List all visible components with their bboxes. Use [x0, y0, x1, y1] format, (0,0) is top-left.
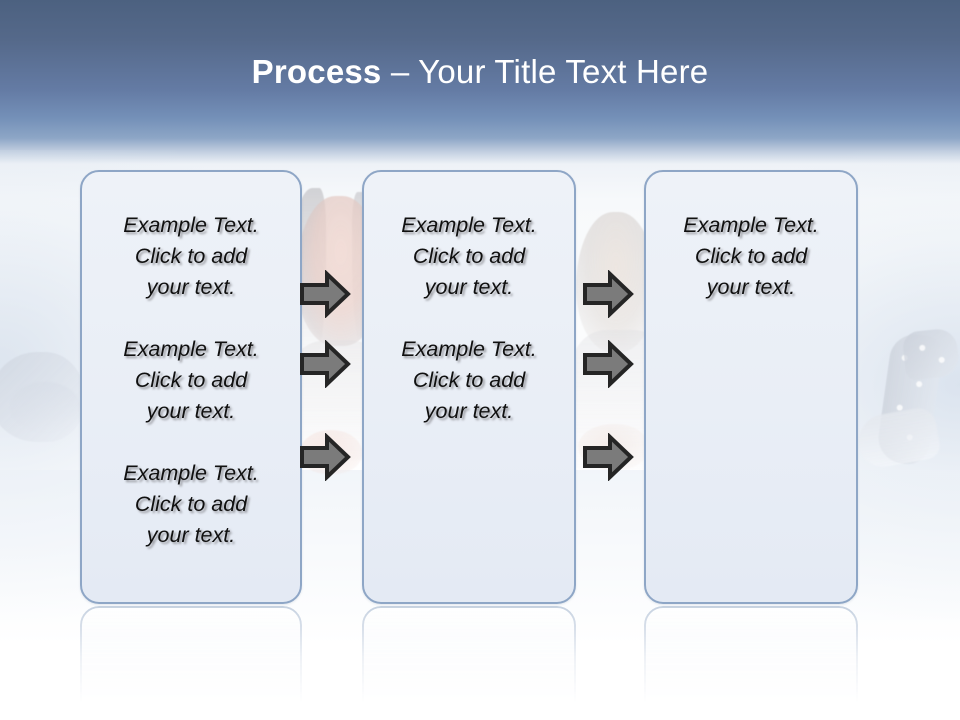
process-box-3-paragraph-1[interactable]: Example Text. Click to add your text.	[683, 213, 819, 299]
process-box-2[interactable]: Example Text. Click to add your text. Ex…	[362, 170, 576, 604]
slide-title: Process – Your Title Text Here	[0, 52, 960, 92]
process-box-1-paragraph-2[interactable]: Example Text. Click to add your text.	[123, 337, 259, 423]
right-arrow-icon-1-2[interactable]	[299, 340, 351, 388]
process-box-1-reflection	[80, 606, 302, 720]
process-box-2-reflection	[362, 606, 576, 720]
process-box-3-reflection	[644, 606, 858, 720]
process-box-1-paragraph-1[interactable]: Example Text. Click to add your text.	[123, 213, 259, 299]
process-box-1-paragraph-3[interactable]: Example Text. Click to add your text.	[123, 461, 259, 547]
process-box-3[interactable]: Example Text. Click to add your text.	[644, 170, 858, 604]
right-arrow-icon-2-1[interactable]	[582, 270, 634, 318]
process-box-1[interactable]: Example Text. Click to add your text. Ex…	[80, 170, 302, 604]
right-arrow-icon-1-3[interactable]	[299, 433, 351, 481]
process-box-1-content: Example Text. Click to add your text. Ex…	[96, 210, 286, 551]
background-photo-limb-left-shadow	[10, 382, 80, 432]
slide-title-bold: Process	[251, 53, 382, 90]
process-box-2-paragraph-1[interactable]: Example Text. Click to add your text.	[401, 213, 537, 299]
process-box-2-paragraph-2[interactable]: Example Text. Click to add your text.	[401, 337, 537, 423]
right-arrow-icon-1-1[interactable]	[299, 270, 351, 318]
process-box-2-content: Example Text. Click to add your text. Ex…	[378, 210, 560, 427]
right-arrow-icon-2-2[interactable]	[582, 340, 634, 388]
slide-title-rest: – Your Title Text Here	[381, 53, 709, 90]
right-arrow-icon-2-3[interactable]	[582, 433, 634, 481]
process-box-3-content: Example Text. Click to add your text.	[660, 210, 842, 303]
